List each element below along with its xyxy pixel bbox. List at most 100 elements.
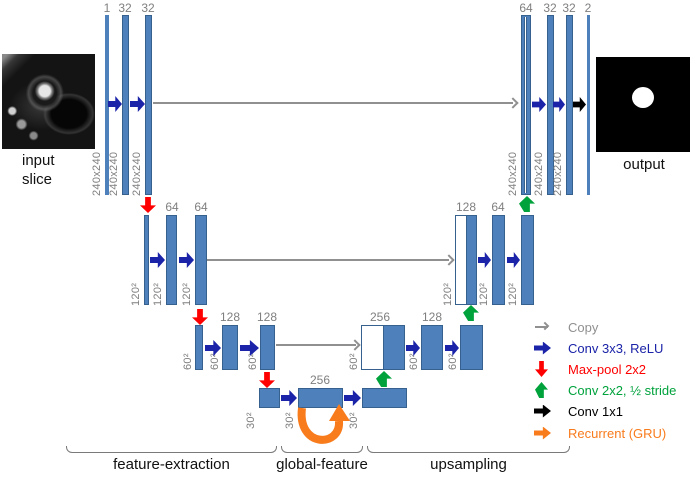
channel-label: 128 (256, 310, 278, 324)
maxpool-arrow (259, 372, 275, 388)
channel-label: 32 (543, 1, 557, 15)
concat-copy-part (361, 325, 384, 370)
legend-item-copy: Copy (534, 318, 598, 336)
legend-label: Recurrent (GRU) (568, 425, 667, 441)
input-label-line2: slice (22, 171, 53, 188)
legend-item-conv1x1: Conv 1x1 (534, 402, 623, 420)
channel-label: 1 (103, 1, 111, 15)
size-label: 60² (348, 353, 360, 370)
conv3x3-arrow (150, 252, 165, 268)
channel-label: 128 (421, 310, 443, 324)
channel-label: 32 (118, 1, 132, 15)
brace-upsampling (367, 446, 570, 453)
gru-feature-box (298, 388, 343, 408)
feature-bar (195, 215, 207, 305)
channel-label: 64 (491, 200, 505, 214)
copy-arrow-icon (534, 318, 556, 336)
feature-bar (144, 215, 149, 305)
feature-bar (492, 215, 505, 305)
copy-arrow-head (349, 339, 361, 351)
size-label: 120² (181, 282, 193, 306)
conv3x3-arrow (532, 97, 546, 112)
copy-arrow-head (443, 254, 455, 266)
size-label: 120² (130, 282, 142, 306)
feature-bar (521, 215, 534, 305)
recurrent-arrow-icon (534, 424, 556, 442)
legend-item-conv3x3: Conv 3x3, ReLU (534, 339, 663, 357)
feature-bar (222, 325, 238, 370)
conv3x3-arrow (507, 252, 520, 268)
feature-bar (105, 15, 109, 195)
conv3x3-arrow (478, 252, 491, 268)
size-label: 240x240 (108, 151, 120, 196)
maxpool-arrow (140, 197, 156, 213)
output-label: output (623, 156, 665, 173)
channel-label: 256 (309, 373, 331, 387)
upconv-arrow-icon (534, 381, 556, 399)
size-label: 60² (247, 353, 259, 370)
conv3x3-arrow (130, 96, 145, 112)
recurrent-gru-arrow (297, 404, 350, 444)
size-label: 240x240 (552, 151, 564, 196)
maxpool-arrow-icon (534, 360, 556, 378)
channel-label: 64 (194, 200, 208, 214)
copy-arrow-line (276, 344, 356, 346)
feature-bar (195, 325, 203, 370)
legend-label: Max-pool 2x2 (568, 361, 647, 377)
channel-label: 128 (219, 310, 241, 324)
concat-upsampled-part (466, 215, 477, 305)
copy-arrow-head (507, 97, 519, 109)
feature-bar (259, 388, 280, 408)
section-label-global-feature: global-feature (276, 456, 368, 473)
section-label-feature-extraction: feature-extraction (113, 456, 230, 473)
conv1x1-arrow-icon (534, 402, 556, 420)
legend-item-maxpool: Max-pool 2x2 (534, 360, 646, 378)
feature-bar (587, 15, 590, 195)
legend-label: Copy (568, 319, 599, 335)
feature-bar (145, 15, 152, 195)
maxpool-arrow (192, 309, 208, 325)
size-label: 120² (478, 282, 490, 306)
size-label: 120² (442, 282, 454, 306)
legend-item-upconv: Conv 2x2, ½ stride (534, 381, 676, 399)
concat-upsampled-part (383, 325, 405, 370)
feature-bar (166, 215, 177, 305)
upconv-arrow (519, 196, 535, 212)
size-label: 120² (152, 282, 164, 306)
conv3x3-arrow (108, 96, 122, 112)
feature-bar (566, 15, 573, 195)
feature-bar (460, 325, 483, 370)
size-label: 240x240 (507, 151, 519, 196)
size-label: 240x240 (533, 151, 545, 196)
input-mri-image (2, 54, 95, 149)
channel-label: 32 (562, 1, 576, 15)
channel-label: 64 (165, 200, 179, 214)
output-segmentation-image (596, 57, 690, 152)
feature-bar (362, 388, 407, 408)
size-label: 120² (507, 282, 519, 306)
feature-bar (122, 15, 129, 195)
section-label-upsampling: upsampling (430, 456, 507, 473)
channel-label: 256 (369, 310, 391, 324)
channel-label: 32 (141, 1, 155, 15)
conv3x3-arrow (179, 252, 194, 268)
legend-label: Conv 3x3, ReLU (568, 340, 664, 356)
input-label: input slice (22, 151, 55, 189)
size-label: 60² (209, 353, 221, 370)
copy-arrow-line (153, 102, 513, 104)
conv3x3-arrow (553, 97, 565, 112)
segmentation-blob (632, 87, 654, 108)
upconv-arrow (376, 371, 392, 387)
brace-global-feature (281, 446, 363, 453)
conv3x3-arrow-icon (534, 339, 556, 357)
conv1x1-arrow (573, 97, 586, 112)
concat-copy-stripe (524, 17, 527, 193)
input-label-line1: input (22, 152, 55, 169)
feature-bar (421, 325, 443, 370)
channel-label: 128 (455, 200, 477, 214)
upconv-arrow (463, 305, 479, 321)
legend-item-recurrent: Recurrent (GRU) (534, 424, 666, 442)
copy-arrow-line (207, 259, 449, 261)
size-label: 30² (245, 412, 257, 429)
